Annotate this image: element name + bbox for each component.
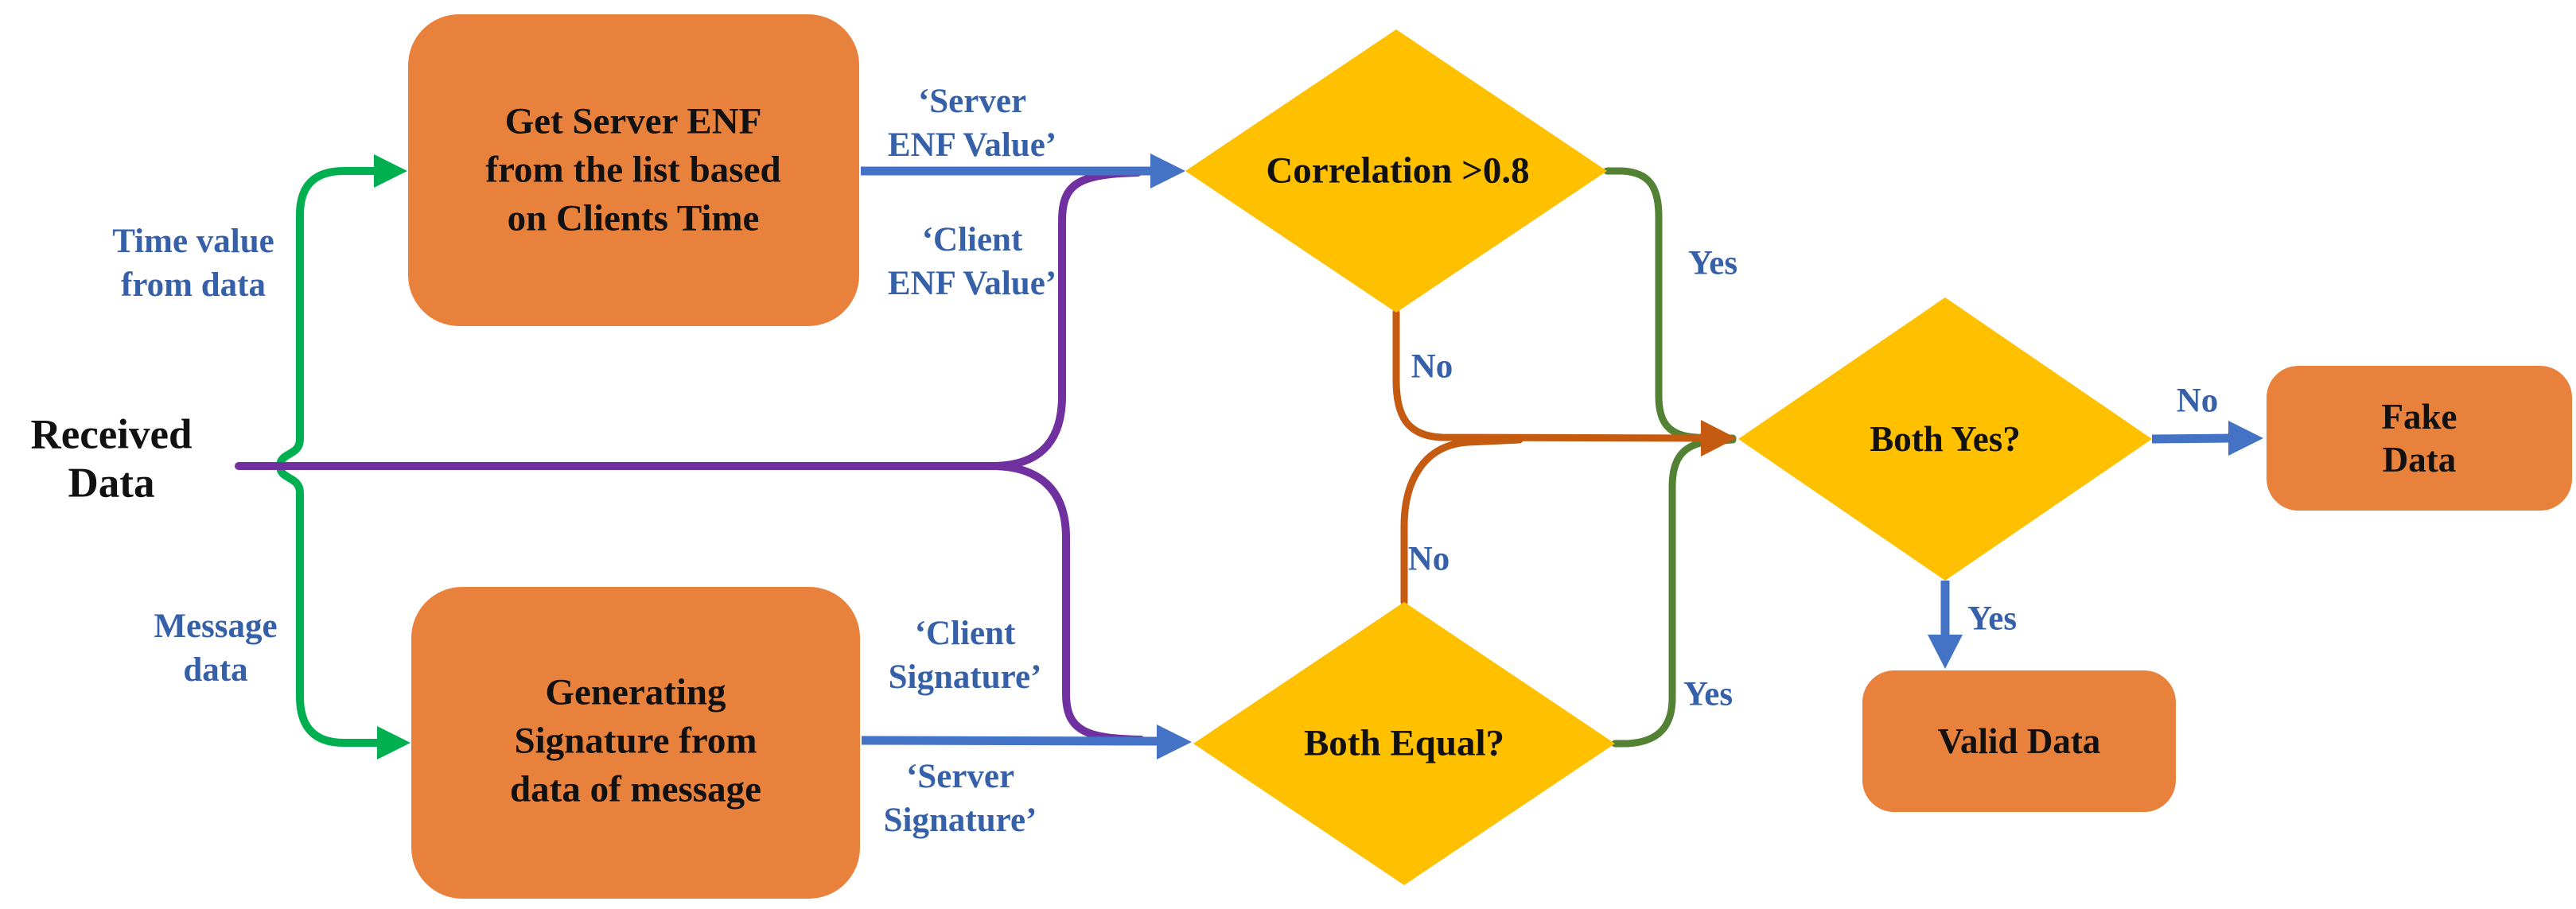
decision-diamond-correlation [1185,29,1607,313]
edge-label-time-value: Time value from data [112,222,274,304]
edge-label-yes-both-equal: Yes [1683,675,1734,713]
edge-label-no-correlation: No [1411,348,1453,386]
node-valid-data-label: Valid Data [1937,721,2101,761]
connector-no-bothequal [1400,436,1523,606]
connector-yes-correlation [1603,167,1737,442]
edge-label-no-both-yes: No [2176,382,2219,420]
arrowhead-blue-validdata-icon [1928,635,1963,669]
terminal-box-fake-data [2267,366,2572,511]
edge-label-client-signature: ‘Client Signature’ [888,614,1042,696]
edge-label-server-enf-value: ‘Server ENF Value’ [887,82,1057,164]
arrowhead-green-to-box1-icon [374,154,407,188]
process-box-get-server-enf [408,14,859,326]
connector-purple-down [988,462,1145,744]
connector-yes-bothequal [1611,436,1737,748]
edge-label-yes-both-yes: Yes [1967,600,2018,638]
connector-green-split [275,167,381,747]
node-both-yes-label: Both Yes? [1870,419,2021,459]
arrowhead-green-to-box2-icon [377,726,411,759]
decision-diamond-both-yes [1738,297,2152,581]
node-generate-signature-label: Generating Signature from data of messag… [510,671,761,810]
edge-label-no-both-equal: No [1407,540,1450,578]
arrowhead-blue-correlation-icon [1150,153,1185,188]
process-box-generate-signature [411,587,860,899]
edge-label-yes-correlation: Yes [1687,244,1738,282]
connector-no-correlation [1392,309,1706,442]
node-get-server-enf-label: Get Server ENF from the list based on Cl… [485,100,781,239]
terminal-box-valid-data [1862,670,2176,812]
node-received-data-label: Received Data [30,411,193,507]
edge-label-client-enf-value: ‘Client ENF Value’ [887,220,1057,302]
arrowhead-blue-fakedata-icon [2228,421,2263,456]
node-both-equal-label: Both Equal? [1303,722,1505,764]
node-fake-data-label: Fake Data [2381,397,2457,480]
node-correlation-label: Correlation >0.8 [1266,150,1530,192]
arrowhead-blue-bothequal-icon [1157,724,1192,759]
arrowhead-orange-bothyes-icon [1701,420,1737,456]
arrow-blue-box2-to-bothequal [861,736,1159,746]
edge-label-message-data: Message data [154,607,278,689]
connector-purple-up [988,169,1142,470]
arrow-blue-bothyes-to-fakedata [2151,433,2231,444]
decision-diamond-both-equal [1193,602,1615,885]
edge-label-server-signature: ‘Server Signature’ [883,757,1037,839]
